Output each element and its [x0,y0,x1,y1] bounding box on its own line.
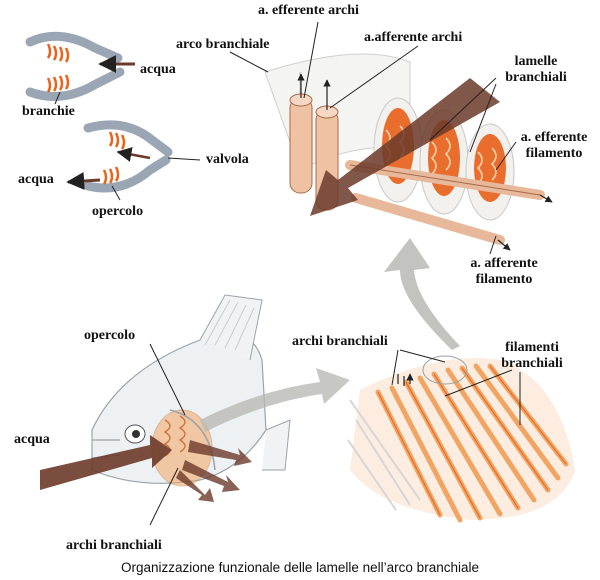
label-afferente-filamento: a. afferente filamento [452,256,556,288]
label-archi-branchiali-right: archi branchiali [292,334,388,349]
label-filamenti-branchiali: filamenti branchiali [484,340,580,372]
label-efferente-filamento: a. efferente filamento [508,130,600,162]
label-opercolo-fish: opercolo [84,328,136,343]
label-efferente-fil-line1: a. efferente [520,130,588,145]
label-acqua-mid: acqua [18,172,54,187]
label-afferente-fil-line1: a. afferente [470,256,538,271]
label-filamenti-line1: filamenti [505,340,559,355]
label-efferente-fil-line2: filamento [525,146,583,161]
gill-filaments [347,355,575,523]
label-archi-branchiali-bottom: archi branchiali [66,538,162,553]
figure-caption: Organizzazione funzionale delle lamelle … [121,560,479,575]
label-valvola: valvola [206,152,249,167]
label-lamelle-line1: lamelle [514,54,558,69]
mouth-schematic-top [25,31,135,105]
mouth-schematic-bottom [66,120,201,201]
label-acqua-fish: acqua [14,432,50,447]
label-lamelle-line2: branchiali [505,70,567,85]
label-lamelle-branchiali: lamelle branchiali [496,54,576,86]
label-afferente-archi: a.afferente archi [364,30,463,45]
label-filamenti-line2: branchiali [501,356,563,371]
label-acqua-top: acqua [140,62,176,77]
label-opercolo-top: opercolo [92,204,144,219]
connector-arrow-up [384,238,460,350]
label-afferente-fil-line2: filamento [475,272,533,287]
label-branchie: branchie [22,104,75,119]
fish [40,294,350,502]
leader-lines [149,21,521,526]
label-efferente-archi: a. efferente archi [258,3,359,18]
arch-detail [264,53,553,251]
label-arco-branchiale: arco branchiale [176,37,270,52]
